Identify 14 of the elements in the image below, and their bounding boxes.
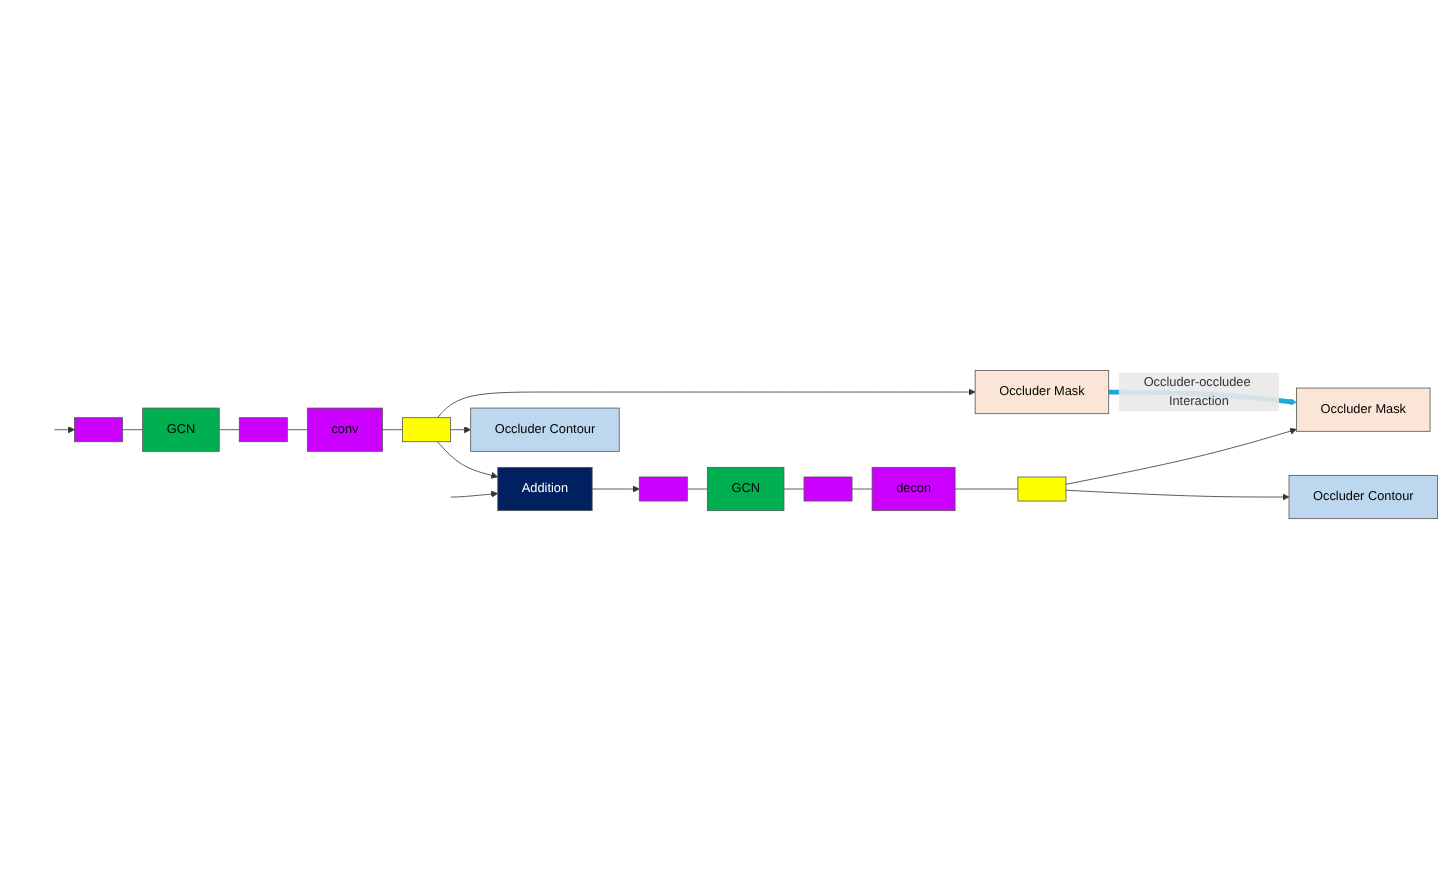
connector [783,489,805,490]
node-bar [238,417,288,443]
node-bar [402,417,452,443]
connector [382,429,403,431]
connector [851,489,873,490]
connector [954,489,1019,490]
node-bar [1017,477,1067,502]
connector [122,429,144,431]
node-bar [74,417,124,443]
node-bar [638,477,688,502]
connector [286,429,308,431]
connector [218,429,240,431]
connector [686,489,708,490]
node-bar [803,477,853,502]
